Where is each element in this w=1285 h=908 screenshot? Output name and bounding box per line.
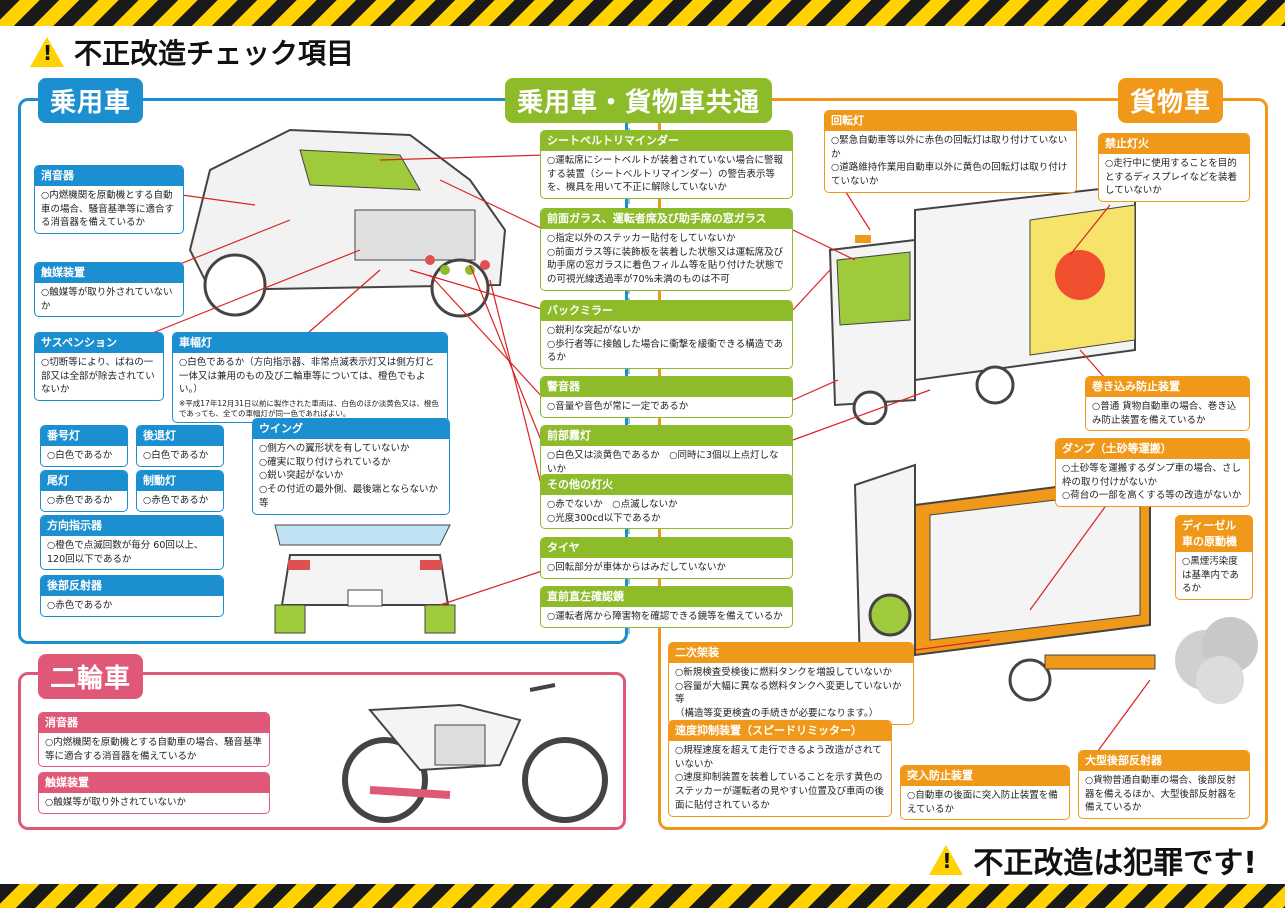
common-other-lights-box: その他の灯火 ○赤でないか ○点滅しないか ○光度300cd以下であるか — [540, 474, 793, 530]
truck-underrun-box: 突入防止装置 ○自動車の後面に突入防止装置を備えているか — [900, 765, 1070, 821]
passenger-brake-light-box: 制動灯 ○赤色であるか — [136, 470, 224, 512]
sedan-rear-illustration — [274, 524, 456, 634]
common-front-glass-box: 前面ガラス、運転者席及び助手席の窓ガラス ○指定以外のステッカー貼付をしていない… — [540, 208, 793, 291]
common-seatbelt-box: シートベルトリマインダー ○運転席にシートベルトが装着されていない場合に警報する… — [540, 130, 793, 200]
section-tag-passenger: 乗用車 — [38, 78, 144, 123]
passenger-catalyst-box: 触媒装置 ○触媒等が取り外されていないか — [34, 262, 184, 318]
passenger-wing-box: ウイング ○側方への翼形状を有していないか ○確実に取り付けられているか ○鋭い… — [252, 418, 450, 515]
truck-large-reflector-box: 大型後部反射器 ○貨物普通自動車の場合、後部反射器を備えるほか、大型後部反射器を… — [1078, 750, 1250, 820]
sedan-illustration — [188, 128, 507, 318]
truck-dump-box: ダンプ（土砂等運搬） ○土砂等を運搬するダンプ車の場合、さし枠の取り付けがないか… — [1055, 438, 1250, 508]
passenger-reverse-light-box: 後退灯 ○白色であるか — [136, 425, 224, 467]
slogan: ! 不正改造は犯罪です! — [929, 838, 1257, 882]
passenger-muffler-box: 消音器 ○内燃機関を原動機とする自動車の場合、騒音基準等に適合する消音器を備えて… — [34, 165, 184, 235]
truck-prohibited-light-box: 禁止灯火 ○走行中に使用することを目的とするディスプレイなどを装着していないか — [1098, 133, 1250, 203]
passenger-tail-light-box: 尾灯 ○赤色であるか — [40, 470, 128, 512]
common-tire-box: タイヤ ○回転部分が車体からはみだしていないか — [540, 537, 793, 579]
truck-side-guard-box: 巻き込み防止装置 ○普通 貨物自動車の場合、巻き込み防止装置を備えているか — [1085, 376, 1250, 432]
warning-icon: ! — [929, 845, 964, 875]
truck-secondary-box: 二次架装 ○新規検査受検後に燃料タンクを増設していないか ○容量が大幅に異なる燃… — [668, 642, 914, 725]
smoke-illustration — [1175, 617, 1258, 704]
common-mirror-box: バックミラー ○鋭利な突起がないか ○歩行者等に接触した場合に衝撃を緩衝できる構… — [540, 300, 793, 370]
hazard-stripe-bottom — [0, 884, 1285, 908]
section-tag-common: 乗用車・貨物車共通 — [505, 78, 773, 123]
hazard-stripe-top — [0, 0, 1285, 26]
common-horn-box: 警音器 ○音量や音色が常に一定であるか — [540, 376, 793, 418]
page-title: ! 不正改造チェック項目 — [30, 32, 354, 72]
section-tag-truck: 貨物車 — [1118, 78, 1224, 123]
section-tag-bike: 二輪車 — [38, 654, 144, 699]
passenger-plate-light-box: 番号灯 ○白色であるか — [40, 425, 128, 467]
passenger-rear-reflector-box: 後部反射器 ○赤色であるか — [40, 575, 224, 617]
motorcycle-illustration — [342, 683, 608, 823]
truck-diesel-box: ディーゼル車の原動機 ○黒煙汚染度は基準内であるか — [1175, 515, 1253, 601]
truck-rotating-box: 回転灯 ○緊急自動車等以外に赤色の回転灯は取り付けていないか ○道路維持作業用自… — [824, 110, 1077, 193]
bike-frame — [18, 672, 626, 830]
common-front-check-box: 直前直左確認鏡 ○運転者席から障害物を確認できる鏡等を備えているか — [540, 586, 793, 628]
passenger-suspension-box: サスペンション ○切断等により、ばねの一部又は全部が除去されていないか — [34, 332, 164, 402]
passenger-width-light-box: 車幅灯 ○白色であるか（方向指示器、非常点滅表示灯又は側方灯と一体又は兼用のもの… — [172, 332, 448, 424]
warning-icon: ! — [30, 37, 64, 67]
passenger-turn-signal-box: 方向指示器 ○橙色で点滅回数が毎分 60回以上、120回以下であるか — [40, 515, 224, 571]
bike-catalyst-box: 触媒装置 ○触媒等が取り外されていないか — [38, 772, 270, 814]
bike-muffler-box: 消音器 ○内燃機関を原動機とする自動車の場合、騒音基準等に適合する消音器を備えて… — [38, 712, 270, 768]
common-fog-box: 前部霧灯 ○白色又は淡黄色であるか ○同時に3個以上点灯しないか — [540, 425, 793, 481]
truck-speed-limiter-box: 速度抑制装置（スピードリミッター） ○規程速度を超えて走行できるよう改造がされて… — [668, 720, 892, 817]
